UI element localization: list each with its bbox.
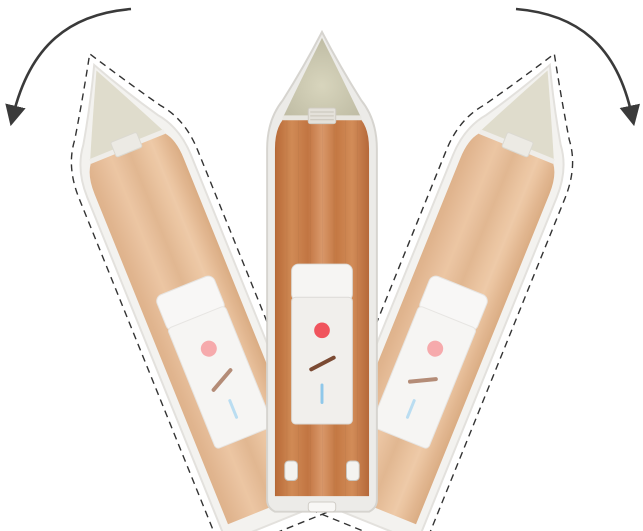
rotate-right-arrow-icon — [515, 7, 641, 127]
center-boat — [267, 32, 377, 512]
rotate-left-arrow-icon — [5, 7, 132, 127]
